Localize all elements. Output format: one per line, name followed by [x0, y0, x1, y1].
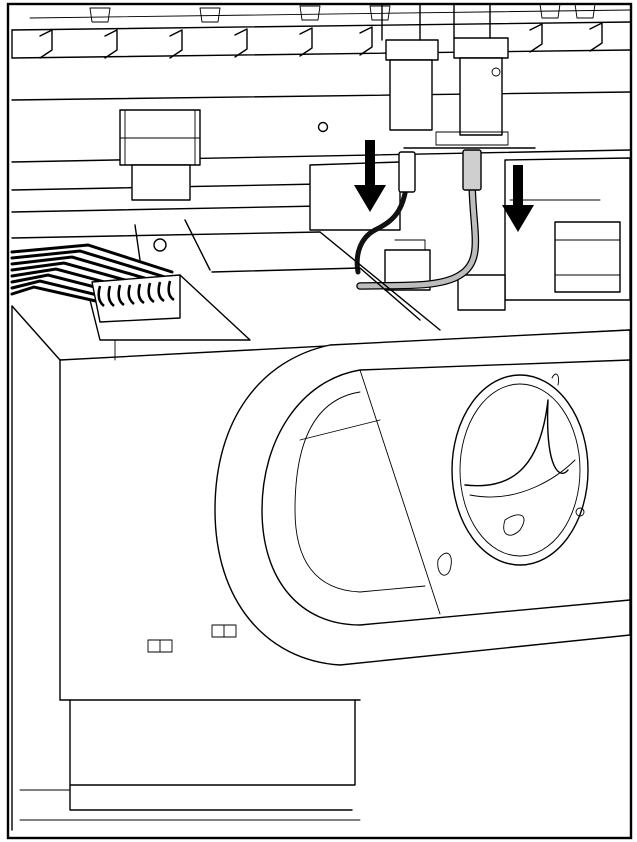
ribbon-connector-block	[91, 274, 181, 323]
dial-marker-bottom	[437, 552, 452, 576]
ribbon-cable	[10, 243, 181, 323]
grey-cable-connector	[462, 149, 482, 191]
ignition-cables	[354, 149, 482, 290]
pipe-fitting	[119, 109, 201, 201]
gas-valve	[309, 157, 631, 311]
arrow-down-icon	[502, 165, 534, 232]
top-bracket	[11, 3, 631, 59]
control-panel	[214, 329, 631, 666]
switch-left	[147, 639, 173, 653]
temperature-dial[interactable]	[451, 374, 589, 566]
dial-marker-top	[551, 373, 559, 386]
grey-cable	[357, 175, 478, 289]
black-cable-connector	[398, 151, 416, 193]
arrow-down-icon	[354, 140, 386, 212]
vertical-pipes	[381, 3, 536, 149]
switch-right	[211, 624, 237, 638]
frame-border	[6, 2, 633, 840]
